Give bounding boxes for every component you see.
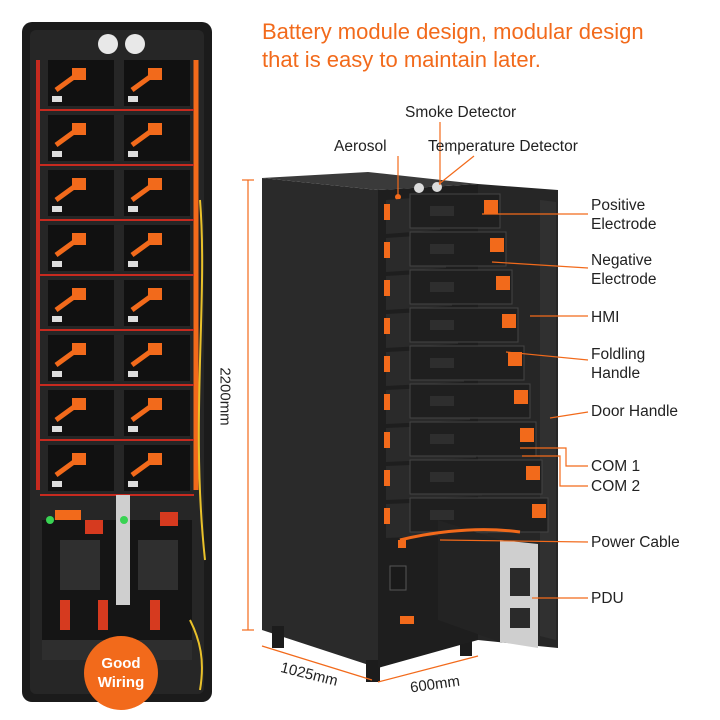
callout-negative-electrode: Negative Electrode [591, 251, 656, 289]
callout-folding-handle-line-2: Handle [591, 365, 641, 382]
battery-module [48, 170, 114, 216]
battery-module [124, 445, 190, 491]
callout-positive-electrode: Positive Electrode [591, 196, 656, 234]
callout-negative-electrode-line-1: Negative [591, 252, 653, 269]
callout-door-handle: Door Handle [591, 403, 679, 420]
dimension-height: 2200mm [216, 367, 234, 426]
battery-drawer [384, 231, 507, 272]
battery-drawer [384, 421, 537, 462]
callout-leaders [397, 122, 589, 599]
badge-line-2: Wiring [97, 674, 145, 691]
callout-power-cable: Power Cable [591, 534, 680, 551]
good-wiring-badge: Good Wiring [84, 636, 158, 710]
battery-module [124, 280, 190, 326]
battery-drawer [384, 307, 519, 348]
battery-module [124, 335, 190, 381]
callout-folding-handle: Foldling Handle [591, 345, 645, 383]
battery-module [124, 115, 190, 161]
battery-module [124, 170, 190, 216]
callout-com1: COM 1 [591, 458, 641, 475]
callout-pdu: PDU [591, 590, 624, 607]
battery-module [124, 225, 190, 271]
callout-positive-electrode-line-1: Positive [591, 197, 646, 214]
battery-module [48, 60, 114, 106]
badge-line-1: Good [101, 655, 141, 672]
battery-drawer [384, 459, 543, 500]
callout-temperature-detector: Temperature Detector [428, 138, 578, 155]
battery-module [48, 280, 114, 326]
callout-negative-electrode-line-2: Electrode [591, 271, 657, 288]
dimension-lines [242, 179, 479, 683]
cabinet-interior-photo [22, 22, 212, 702]
battery-module [48, 115, 114, 161]
headline-line-2: that is easy to maintain later. [262, 47, 541, 72]
callout-aerosol: Aerosol [334, 138, 387, 155]
battery-module [48, 335, 114, 381]
headline-line-1: Battery module design, modular design [262, 19, 644, 44]
battery-module [124, 390, 190, 436]
headline: Battery module design, modular design th… [262, 18, 712, 74]
battery-drawer [384, 383, 531, 424]
callout-com2: COM 2 [591, 478, 641, 495]
battery-module [124, 60, 190, 106]
callout-smoke-detector: Smoke Detector [405, 104, 517, 121]
battery-drawer [384, 269, 513, 310]
callout-positive-electrode-line-2: Electrode [591, 216, 657, 233]
battery-module [48, 445, 114, 491]
callout-hmi: HMI [591, 309, 620, 326]
battery-module [48, 225, 114, 271]
battery-drawer [384, 345, 525, 386]
callout-folding-handle-line-1: Foldling [591, 346, 646, 363]
cabinet-exterior [262, 172, 558, 682]
battery-module [48, 390, 114, 436]
battery-drawer [384, 193, 501, 234]
